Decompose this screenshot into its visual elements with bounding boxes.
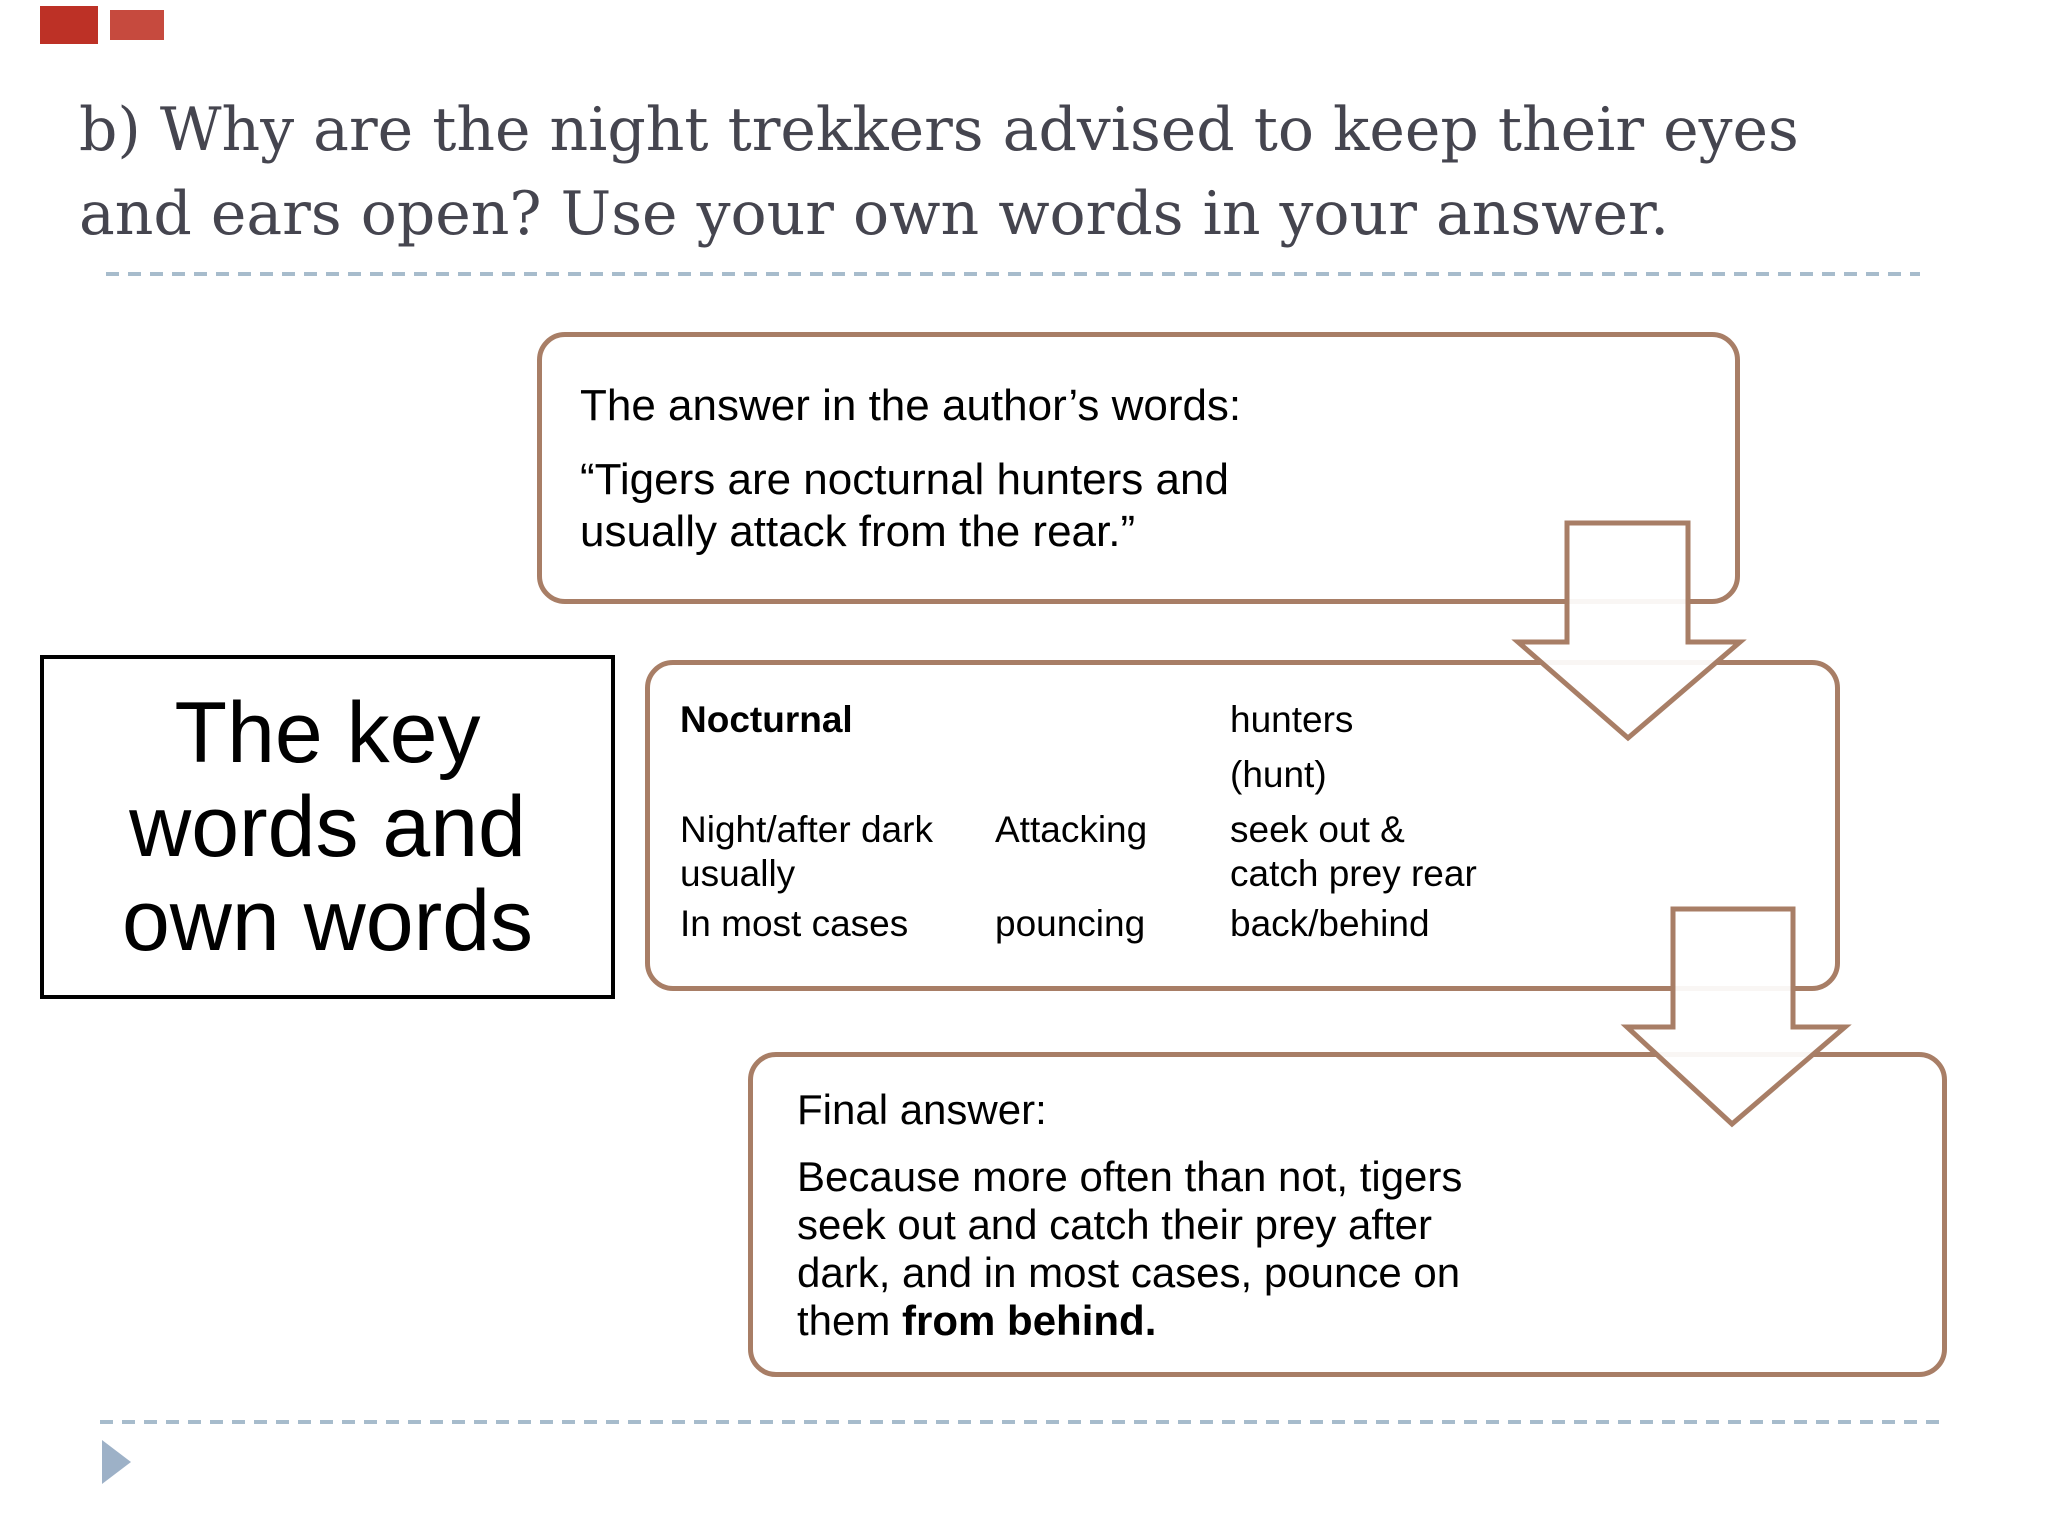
key-words-line-2: words and bbox=[129, 779, 526, 875]
table-cell-hunters: hunters bbox=[1230, 699, 1354, 740]
final-answer-text: Because more often than not, tigers seek… bbox=[797, 1153, 1898, 1345]
table-cell-night-after-dark: Night/after dark bbox=[680, 809, 933, 850]
key-words-line-3: own words bbox=[121, 873, 534, 969]
table-cell-hunt: (hunt) bbox=[1230, 754, 1327, 795]
title-line-2: and ears open? Use your own words in you… bbox=[79, 179, 1670, 249]
key-words-line-1: The key bbox=[174, 685, 481, 781]
final-answer-line-4-bold: from behind. bbox=[902, 1297, 1157, 1344]
table-cell-pouncing: pouncing bbox=[995, 903, 1146, 944]
final-answer-line-1: Because more often than not, tigers bbox=[797, 1153, 1463, 1200]
key-words-box: The key words and own words bbox=[40, 655, 615, 999]
table-cell-back-behind: back/behind bbox=[1230, 903, 1430, 944]
table-cell-catch-prey-rear: catch prey rear bbox=[1230, 853, 1477, 894]
table-cell-seek-out: seek out & bbox=[1230, 809, 1405, 850]
author-words-box: The answer in the author’s words: “Tiger… bbox=[537, 332, 1740, 604]
author-quote-line-2: usually attack from the rear.” bbox=[580, 507, 1136, 556]
author-quote: “Tigers are nocturnal hunters and usuall… bbox=[580, 454, 1697, 558]
play-triangle-icon bbox=[102, 1440, 131, 1484]
final-answer-line-3: dark, and in most cases, pounce on bbox=[797, 1249, 1461, 1296]
author-box-heading: The answer in the author’s words: bbox=[580, 381, 1242, 430]
accent-rectangle-icon bbox=[110, 10, 164, 40]
final-answer-line-2: seek out and catch their prey after bbox=[797, 1201, 1433, 1248]
slide-title: b) Why are the night trekkers advised to… bbox=[79, 88, 1799, 256]
final-answer-line-4: them from behind. bbox=[797, 1297, 1898, 1345]
table-cell-attacking: Attacking bbox=[995, 809, 1148, 850]
final-answer-line-4-normal: them bbox=[797, 1297, 903, 1344]
final-answer-box: Final answer: Because more often than no… bbox=[748, 1052, 1947, 1377]
title-line-1: b) Why are the night trekkers advised to… bbox=[79, 95, 1799, 165]
final-answer-heading: Final answer: bbox=[797, 1086, 1047, 1133]
accent-rectangle-icon bbox=[40, 6, 98, 44]
title-dashed-rule bbox=[106, 272, 1920, 276]
table-cell-nocturnal: Nocturnal bbox=[680, 699, 853, 740]
keywords-table-box: Nocturnal Night/after dark usually In mo… bbox=[645, 660, 1840, 991]
author-quote-line-1: “Tigers are nocturnal hunters and bbox=[580, 455, 1229, 504]
table-cell-in-most-cases: In most cases bbox=[680, 903, 909, 944]
footer-dashed-rule bbox=[100, 1420, 1945, 1424]
table-cell-usually: usually bbox=[680, 853, 796, 894]
